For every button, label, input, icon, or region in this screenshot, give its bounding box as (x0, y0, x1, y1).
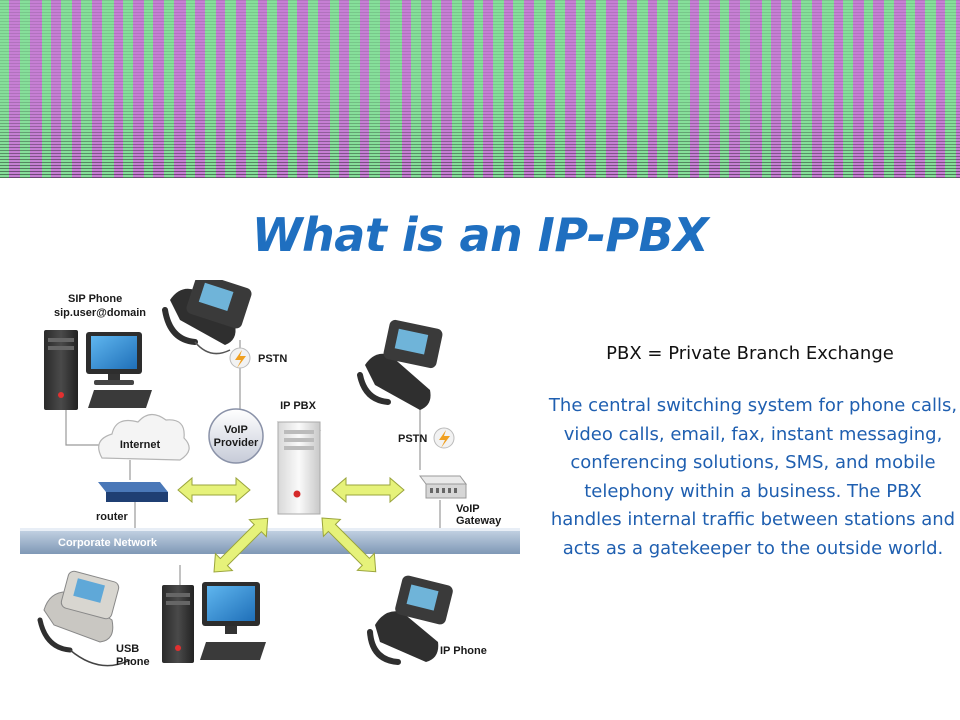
router-icon (98, 482, 168, 492)
voip-provider: VoIP Provider (208, 408, 264, 464)
bottom-computer (162, 582, 266, 663)
voip-gateway-label-2: Gateway (456, 515, 502, 527)
arrow-pbx-gateway (331, 476, 405, 504)
ip-phone: IP Phone (367, 575, 487, 665)
top-desk-phone (162, 280, 252, 355)
server-icon (277, 421, 321, 515)
striped-banner (0, 0, 960, 178)
sip-address-label: sip.user@domain (54, 307, 146, 319)
voip-gateway: VoIP Gateway (419, 475, 502, 527)
sip-computer: SIP Phone sip.user@domain (44, 293, 152, 410)
corporate-network-label: Corporate Network (58, 537, 158, 549)
voip-provider-label-1: VoIP (224, 424, 248, 436)
usb-phone-label-1: USB (116, 643, 139, 655)
usb-phone: USB Phone (37, 570, 150, 668)
arrow-router-pbx (177, 476, 251, 504)
pstn-top: PSTN (229, 347, 287, 369)
pbx-description: The central switching system for phone c… (548, 395, 958, 559)
pstn-right-label: PSTN (398, 433, 427, 445)
usb-phone-label-2: Phone (116, 656, 150, 668)
arrow-pbx-ipphone (321, 517, 377, 573)
pstn-top-label: PSTN (258, 353, 287, 365)
cloud-icon (98, 413, 190, 461)
ip-pbx-server: IP PBX (276, 400, 322, 515)
slide-title: What is an IP-PBX (251, 208, 709, 262)
ip-pbx-label: IP PBX (280, 400, 317, 412)
sip-phone-label: SIP Phone (68, 293, 122, 305)
voip-provider-label-2: Provider (214, 437, 259, 449)
desk-phone-icon (375, 611, 439, 662)
internet-label: Internet (120, 439, 161, 451)
pbx-definition: PBX = Private Branch Exchange (606, 343, 894, 364)
ip-phone-label: IP Phone (440, 645, 487, 657)
router-label: router (96, 511, 129, 523)
ip-pbx-diagram: Corporate Network SIP Phone sip.user@dom… (20, 280, 520, 668)
pstn-right: PSTN (398, 427, 455, 449)
arrow-pbx-computer (213, 517, 269, 573)
voip-gateway-label-1: VoIP (456, 503, 480, 515)
router: router (96, 482, 168, 523)
right-desk-phone (357, 319, 443, 410)
gateway-icon (425, 483, 467, 499)
internet-cloud: Internet (98, 413, 190, 461)
connection-arrows (177, 476, 405, 573)
desk-phone-icon (365, 353, 431, 410)
corporate-network-bar: Corporate Network (20, 528, 520, 554)
